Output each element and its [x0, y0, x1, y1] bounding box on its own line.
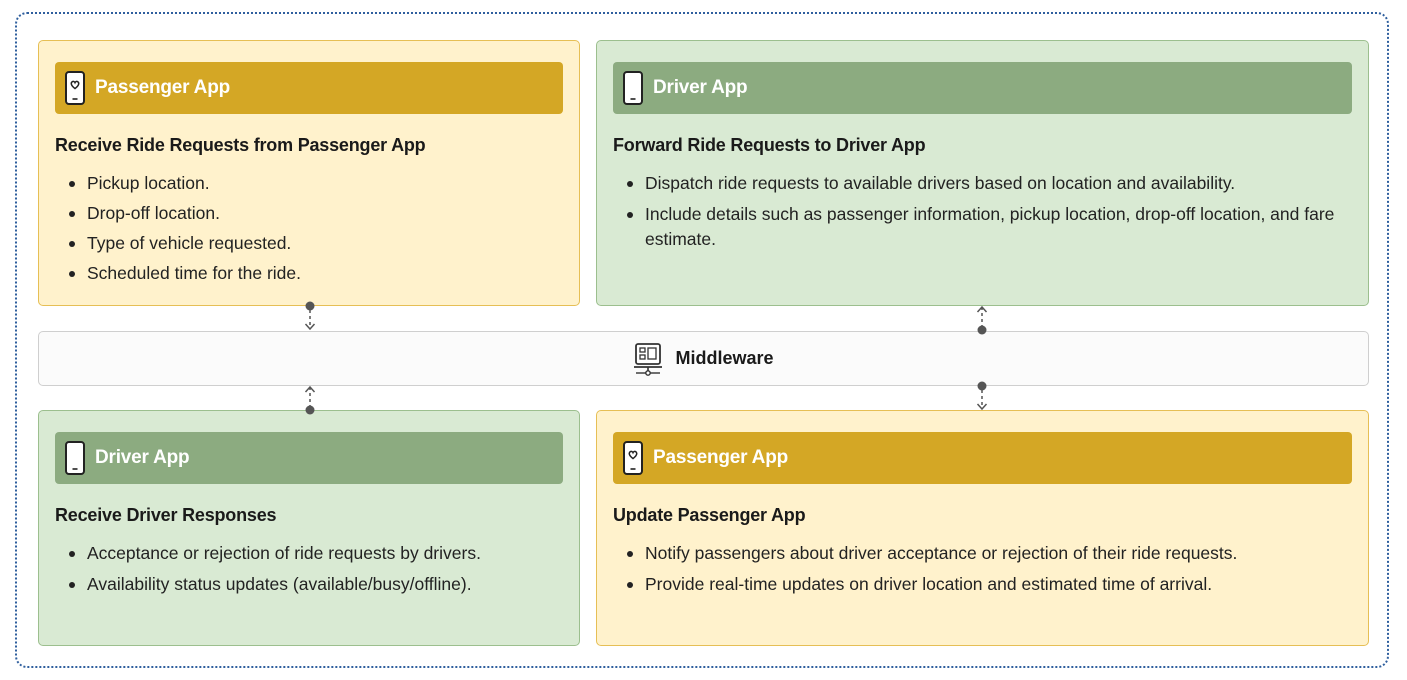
middleware-bar: Middleware — [38, 331, 1369, 386]
card-heading: Receive Driver Responses — [55, 505, 277, 525]
list-item: Type of vehicle requested. — [55, 231, 549, 256]
bullet-list: Acceptance or rejection of ride requests… — [55, 541, 549, 603]
card-header: Passenger App — [55, 62, 563, 114]
card-forward-ride-requests: Driver App Forward Ride Requests to Driv… — [596, 40, 1369, 306]
card-header: Driver App — [613, 62, 1352, 114]
connector-middleware-to-driver — [976, 305, 988, 335]
card-header-title: Passenger App — [95, 77, 231, 98]
list-item: Pickup location. — [55, 171, 549, 196]
list-item: Drop-off location. — [55, 201, 549, 226]
card-header-title: Passenger App — [653, 447, 789, 468]
card-update-passenger-app: Passenger App Update Passenger App Notif… — [596, 410, 1369, 646]
bullet-list: Pickup location. Drop-off location. Type… — [55, 171, 549, 291]
bullet-list: Dispatch ride requests to available driv… — [613, 171, 1338, 258]
list-item: Provide real-time updates on driver loca… — [613, 572, 1338, 597]
list-item: Include details such as passenger inform… — [613, 202, 1338, 252]
card-heading: Receive Ride Requests from Passenger App — [55, 135, 426, 155]
connector-middleware-to-passenger — [976, 381, 988, 411]
card-receive-driver-responses: Driver App Receive Driver Responses Acce… — [38, 410, 580, 646]
driver-phone-icon — [65, 441, 85, 475]
passenger-phone-icon — [623, 441, 643, 475]
card-header: Driver App — [55, 432, 563, 484]
card-header-title: Driver App — [95, 447, 190, 468]
list-item: Availability status updates (available/b… — [55, 572, 549, 597]
list-item: Dispatch ride requests to available driv… — [613, 171, 1338, 196]
card-heading: Update Passenger App — [613, 505, 806, 525]
card-header: Passenger App — [613, 432, 1352, 484]
card-receive-ride-requests: Passenger App Receive Ride Requests from… — [38, 40, 580, 306]
connector-driver-to-middleware — [304, 385, 316, 415]
diagram-frame — [15, 12, 1389, 668]
middleware-label: Middleware — [675, 348, 774, 368]
list-item: Notify passengers about driver acceptanc… — [613, 541, 1338, 566]
connector-passenger-to-middleware — [304, 301, 316, 331]
list-item: Acceptance or rejection of ride requests… — [55, 541, 549, 566]
list-item: Scheduled time for the ride. — [55, 261, 549, 286]
driver-phone-icon — [623, 71, 643, 105]
server-monitor-icon — [634, 342, 663, 376]
card-header-title: Driver App — [653, 77, 748, 98]
card-heading: Forward Ride Requests to Driver App — [613, 135, 926, 155]
bullet-list: Notify passengers about driver acceptanc… — [613, 541, 1338, 603]
passenger-phone-icon — [65, 71, 85, 105]
